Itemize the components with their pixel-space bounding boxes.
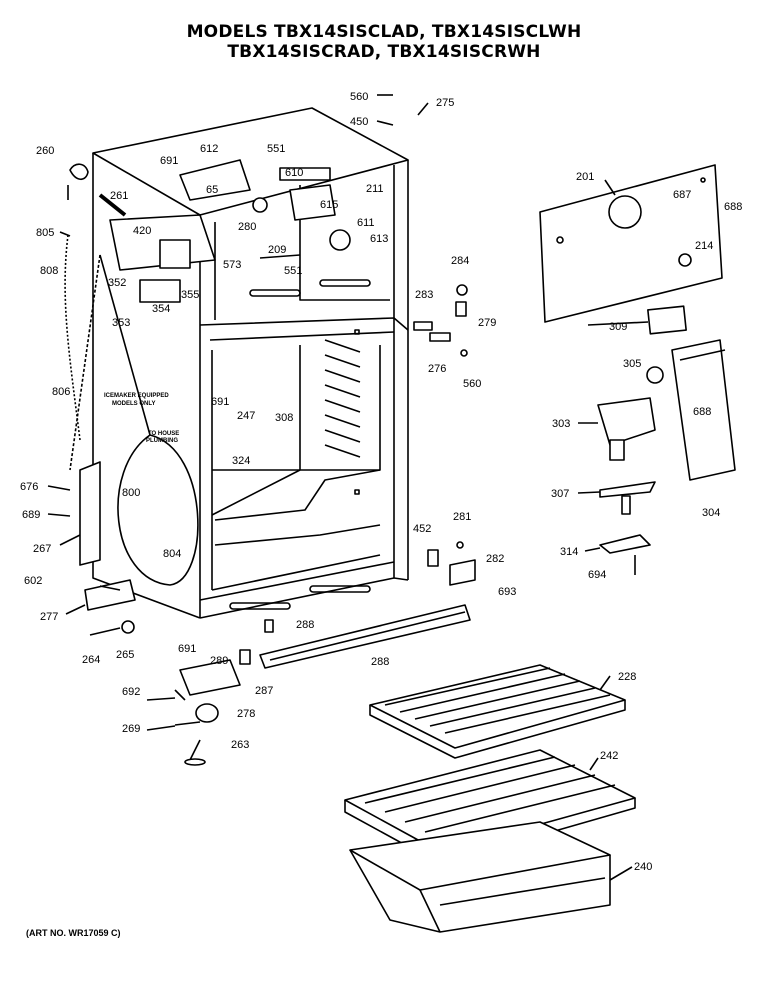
part-label: 452 <box>413 523 431 535</box>
part-label: 611 <box>357 217 375 229</box>
part-label: 693 <box>498 586 516 598</box>
part-label: 228 <box>618 671 636 683</box>
part-label: 308 <box>275 412 293 424</box>
part-label: 281 <box>453 511 471 523</box>
part-label: 676 <box>20 481 38 493</box>
part-label: 353 <box>112 317 130 329</box>
part-label: 691 <box>160 155 178 167</box>
part-label: 613 <box>370 233 388 245</box>
part-label: 242 <box>600 750 618 762</box>
part-label: 304 <box>702 507 720 519</box>
part-label: 284 <box>451 255 469 267</box>
part-label: 263 <box>231 739 249 751</box>
house-plumbing-note-line-2: PLUMBING <box>146 438 178 444</box>
part-label: 287 <box>255 685 273 697</box>
part-label: 265 <box>116 649 134 661</box>
part-label: 551 <box>284 265 302 277</box>
icemaker-detail-bubble <box>117 434 199 586</box>
part-label: 688 <box>693 406 711 418</box>
part-label: 277 <box>40 611 58 623</box>
part-label: 264 <box>82 654 100 666</box>
air-duct <box>671 339 736 481</box>
part-label: 279 <box>478 317 496 329</box>
part-label: 324 <box>232 455 250 467</box>
part-label: 800 <box>122 487 140 499</box>
part-label: 805 <box>36 227 54 239</box>
part-label: 420 <box>133 225 151 237</box>
part-label: 691 <box>178 643 196 655</box>
part-label: 269 <box>122 723 140 735</box>
part-label: 689 <box>22 509 40 521</box>
part-label: 450 <box>350 116 368 128</box>
part-label: 209 <box>268 244 286 256</box>
part-label: 280 <box>238 221 256 233</box>
part-label: 261 <box>110 190 128 202</box>
part-label: 804 <box>163 548 181 560</box>
part-label: 283 <box>415 289 433 301</box>
part-label: 602 <box>24 575 42 587</box>
part-label: 573 <box>223 259 241 271</box>
art-number: (ART NO. WR17059 C) <box>26 928 121 938</box>
part-label: 691 <box>211 396 229 408</box>
part-label: 260 <box>36 145 54 157</box>
part-label: 305 <box>623 358 641 370</box>
icemaker-note-line-2: MODELS ONLY <box>112 401 155 407</box>
wire-shelf <box>369 664 626 759</box>
part-label: 610 <box>285 167 303 179</box>
freezer-components <box>109 159 351 303</box>
part-label: 355 <box>181 289 199 301</box>
part-callouts: 560 275 450 260 612 551 691 610 211 261 … <box>20 91 742 873</box>
part-label: 275 <box>436 97 454 109</box>
models-title-line-2: TBX14SISCRAD, TBX14SISCRWH <box>227 42 541 62</box>
part-label: 615 <box>320 199 338 211</box>
evaporator-cover <box>539 164 723 323</box>
part-label: 240 <box>634 861 652 873</box>
part-label: 694 <box>588 569 606 581</box>
part-label: 288 <box>296 619 314 631</box>
part-label: 688 <box>724 201 742 213</box>
part-label: 276 <box>428 363 446 375</box>
part-label: 282 <box>486 553 504 565</box>
part-label: 352 <box>108 277 126 289</box>
part-label: 687 <box>673 189 691 201</box>
part-label: 551 <box>267 143 285 155</box>
part-label: 354 <box>152 303 170 315</box>
part-label: 560 <box>350 91 368 103</box>
part-label: 314 <box>560 546 578 558</box>
part-label: 309 <box>609 321 627 333</box>
part-label: 692 <box>122 686 140 698</box>
part-label: 65 <box>206 184 218 196</box>
house-plumbing-note-line-1: TO HOUSE <box>148 431 179 437</box>
part-label: 289 <box>210 655 228 667</box>
icemaker-note-line-1: ICEMAKER EQUIPPED <box>104 393 169 399</box>
crisper-drawer <box>349 821 611 933</box>
part-label: 288 <box>371 656 389 668</box>
part-label: 307 <box>551 488 569 500</box>
part-label: 247 <box>237 410 255 422</box>
part-label: 806 <box>52 386 70 398</box>
part-label: 278 <box>237 708 255 720</box>
part-label: 303 <box>552 418 570 430</box>
part-label: 201 <box>576 171 594 183</box>
part-label: 267 <box>33 543 51 555</box>
part-label: 808 <box>40 265 58 277</box>
part-label: 211 <box>366 183 384 195</box>
part-label: 560 <box>463 378 481 390</box>
part-label: 612 <box>200 143 218 155</box>
crisper-cover-shelf <box>344 749 636 865</box>
models-title-line-1: MODELS TBX14SISCLAD, TBX14SISCLWH <box>186 22 582 42</box>
part-label: 214 <box>695 240 713 252</box>
cabinet <box>92 107 409 619</box>
